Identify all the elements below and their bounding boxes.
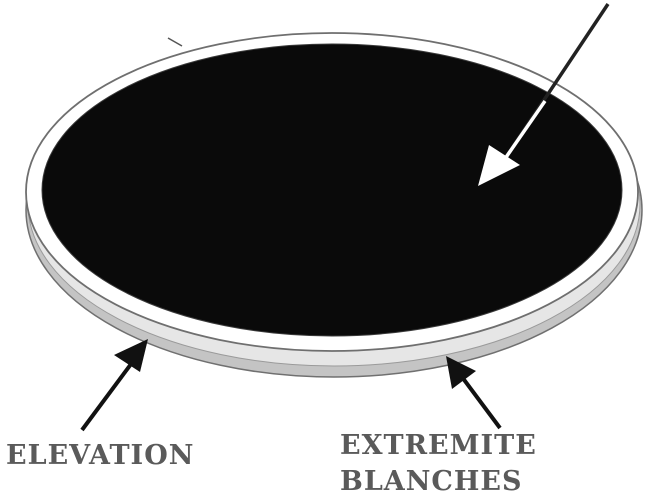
elevation-arrow-icon (82, 339, 148, 430)
extremite-arrow-icon (446, 356, 500, 428)
extremite-label-line1: EXTREMITE (340, 428, 537, 464)
black-disk-surface (42, 44, 622, 336)
extremite-label-line2: BLANCHES (340, 464, 523, 500)
rim-tick-mark (168, 38, 182, 46)
elevation-label: ELEVATION (6, 438, 194, 474)
